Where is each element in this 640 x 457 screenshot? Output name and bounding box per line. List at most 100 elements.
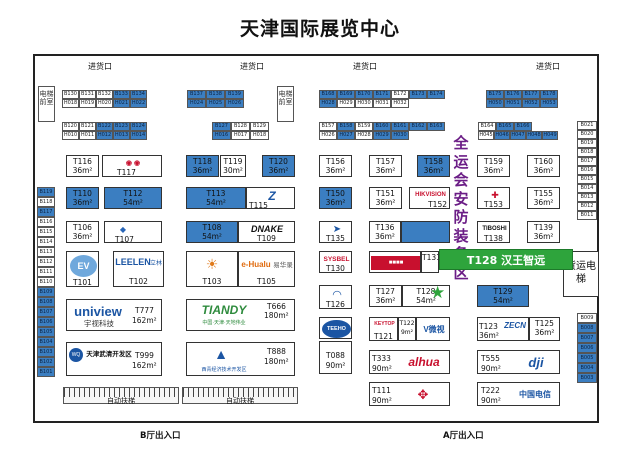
booth-vmicro[interactable]: V微视 [416, 317, 450, 341]
small-booth[interactable]: H026 [225, 99, 244, 108]
small-booth[interactable]: H010 [62, 131, 79, 140]
small-booth[interactable]: B173 [409, 90, 427, 99]
small-booth[interactable]: B115 [37, 227, 55, 237]
small-booth[interactable]: B123 [113, 122, 130, 131]
small-booth[interactable]: B121 [79, 122, 96, 131]
small-booth[interactable]: B114 [37, 237, 55, 247]
small-booth[interactable]: B102 [37, 357, 55, 367]
booth-t107[interactable]: ◆T107 [104, 221, 162, 243]
small-booth[interactable]: B162 [409, 122, 427, 131]
small-booth[interactable]: H014 [130, 131, 147, 140]
small-booth[interactable]: B107 [37, 307, 55, 317]
small-booth[interactable]: B170 [355, 90, 373, 99]
small-booth[interactable]: B175 [486, 90, 504, 99]
small-booth[interactable]: H027 [337, 131, 355, 140]
small-booth[interactable]: H052 [522, 99, 540, 108]
small-booth[interactable]: H049 [542, 131, 558, 140]
small-booth[interactable]: B111 [37, 267, 55, 277]
small-booth[interactable]: H045 [478, 131, 494, 140]
small-booth[interactable]: B119 [37, 187, 55, 197]
small-booth[interactable]: B176 [504, 90, 522, 99]
small-booth[interactable]: B016 [577, 166, 597, 175]
small-booth[interactable]: B108 [37, 297, 55, 307]
booth-t131-left[interactable]: ■■■■ [369, 251, 421, 273]
small-booth[interactable]: B012 [577, 202, 597, 211]
small-booth[interactable]: B134 [130, 90, 147, 99]
small-booth[interactable]: B127 [212, 122, 231, 131]
small-booth[interactable]: H047 [510, 131, 526, 140]
hall-b-entrance[interactable]: B厅出入口 [140, 431, 181, 441]
small-booth[interactable]: H018 [250, 131, 269, 140]
small-booth[interactable]: B015 [577, 175, 597, 184]
elevator-lobby-center[interactable]: 电梯前室 [277, 86, 294, 122]
small-booth[interactable]: H021 [113, 99, 130, 108]
small-booth[interactable]: B021 [577, 121, 597, 130]
small-booth[interactable]: B004 [577, 363, 597, 373]
booth-t131[interactable]: T131 [421, 251, 439, 273]
highlight-callout[interactable]: T128 汉王智远 [439, 249, 573, 270]
small-booth[interactable]: H031 [373, 99, 391, 108]
small-booth[interactable]: B132 [96, 90, 113, 99]
booth-t117[interactable]: ◉ ◉T117 [102, 155, 162, 177]
small-booth[interactable]: B137 [187, 90, 206, 99]
small-booth[interactable]: H018 [62, 99, 79, 108]
small-booth[interactable]: B118 [37, 197, 55, 207]
booth-t126[interactable]: ◠T126 [319, 285, 352, 309]
small-booth[interactable]: B018 [577, 148, 597, 157]
small-booth[interactable]: B138 [206, 90, 225, 99]
small-booth[interactable]: B163 [427, 122, 445, 131]
small-booth[interactable]: B158 [337, 122, 355, 131]
small-booth[interactable]: B133 [113, 90, 130, 99]
small-booth[interactable]: B008 [577, 323, 597, 333]
small-booth[interactable]: B122 [96, 122, 113, 131]
small-booth[interactable]: H022 [130, 99, 147, 108]
small-booth[interactable]: H028 [355, 131, 373, 140]
small-booth[interactable]: H029 [337, 99, 355, 108]
booth-t103[interactable]: ☀T103 [186, 251, 238, 287]
small-booth[interactable]: B003 [577, 373, 597, 383]
small-booth[interactable]: H026 [319, 131, 337, 140]
elevator-lobby-left[interactable]: 电梯前室 [38, 86, 55, 122]
small-booth[interactable]: B159 [355, 122, 373, 131]
small-booth[interactable]: B112 [37, 257, 55, 267]
small-booth[interactable]: B117 [37, 207, 55, 217]
small-booth[interactable]: H011 [79, 131, 96, 140]
small-booth[interactable]: B174 [427, 90, 445, 99]
small-booth[interactable]: B106 [37, 317, 55, 327]
small-booth[interactable]: B130 [62, 90, 79, 99]
small-booth[interactable]: B164 [478, 122, 496, 131]
small-booth[interactable]: B005 [577, 353, 597, 363]
booth-t136-ext[interactable] [401, 221, 450, 243]
small-booth[interactable]: H016 [212, 131, 231, 140]
small-booth[interactable]: H017 [231, 131, 250, 140]
booth-t135[interactable]: ➤T135 [319, 221, 352, 243]
small-booth[interactable]: H024 [187, 99, 206, 108]
small-booth[interactable]: B006 [577, 343, 597, 353]
small-booth[interactable]: H048 [526, 131, 542, 140]
